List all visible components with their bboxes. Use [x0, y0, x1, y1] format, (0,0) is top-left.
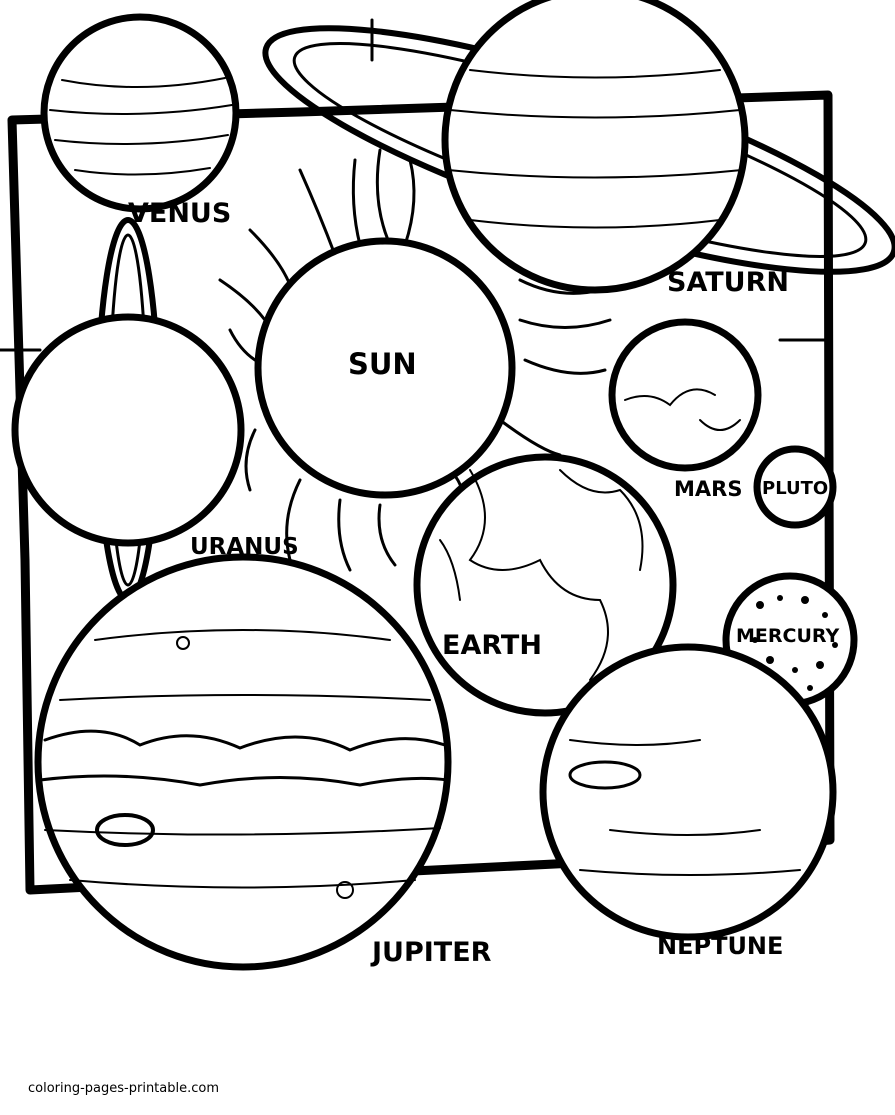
venus-label: VENUS: [128, 198, 231, 229]
sun-body: [254, 237, 516, 499]
uranus-label: URANUS: [190, 534, 299, 560]
venus-planet: [40, 13, 240, 213]
earth-label: EARTH: [442, 630, 542, 661]
uranus-planet: [11, 313, 245, 547]
earth-planet: [413, 453, 677, 717]
mercury-label: MERCURY: [736, 625, 839, 647]
site-watermark: coloring-pages-printable.com: [28, 1081, 220, 1096]
pluto-planet: [753, 445, 837, 529]
neptune-planet: [539, 643, 837, 941]
sun-label: SUN: [348, 347, 417, 381]
saturn-label: SATURN: [667, 267, 789, 298]
pluto-label: PLUTO: [762, 478, 828, 499]
jupiter-planet: [34, 553, 452, 971]
neptune-label: NEPTUNE: [657, 932, 783, 960]
saturn-planet: [262, 0, 895, 294]
mars-label: MARS: [674, 477, 742, 501]
jupiter-label: JUPITER: [370, 937, 492, 968]
sun-rays: [0, 18, 832, 572]
mars-planet: [608, 318, 762, 472]
